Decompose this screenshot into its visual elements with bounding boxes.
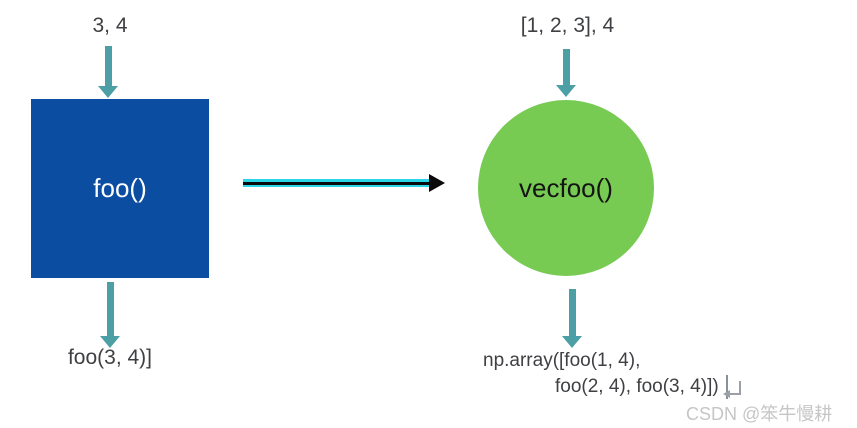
- arrow-shaft: [104, 46, 112, 86]
- scalar-input-label: 3, 4: [92, 14, 128, 37]
- arrow-head: [562, 336, 582, 348]
- watermark-text: CSDN @笨牛慢耕: [686, 404, 833, 424]
- foo-function-node: foo(): [31, 99, 209, 278]
- vectorize-arrow-icon: [243, 174, 445, 192]
- scalar-output-label: foo(3, 4)]: [67, 346, 153, 369]
- arrow-head: [100, 336, 120, 348]
- arrow-head: [98, 86, 118, 98]
- arrow-shaft: [568, 289, 576, 336]
- down-arrow-icon: [556, 49, 576, 97]
- arrow-shaft: [106, 282, 114, 336]
- vector-input-label: [1, 2, 3], 4: [520, 14, 615, 37]
- arrow-head: [556, 85, 576, 97]
- arrow-shaft: [243, 179, 435, 187]
- vector-output-line1: np.array([foo(1, 4),: [483, 350, 641, 371]
- foo-node-label: foo(): [93, 173, 147, 203]
- down-arrow-icon: [98, 46, 118, 98]
- arrow-head: [429, 174, 445, 192]
- text-cursor-icon: [723, 375, 741, 399]
- arrow-shaft: [562, 49, 570, 85]
- down-arrow-icon: [562, 289, 582, 348]
- vecfoo-function-node: vecfoo(): [478, 100, 654, 276]
- vecfoo-node-label: vecfoo(): [519, 172, 613, 203]
- arrow-core: [243, 181, 435, 185]
- down-arrow-icon: [100, 282, 120, 348]
- vector-output-line2: foo(2, 4), foo(3, 4)]): [555, 376, 719, 397]
